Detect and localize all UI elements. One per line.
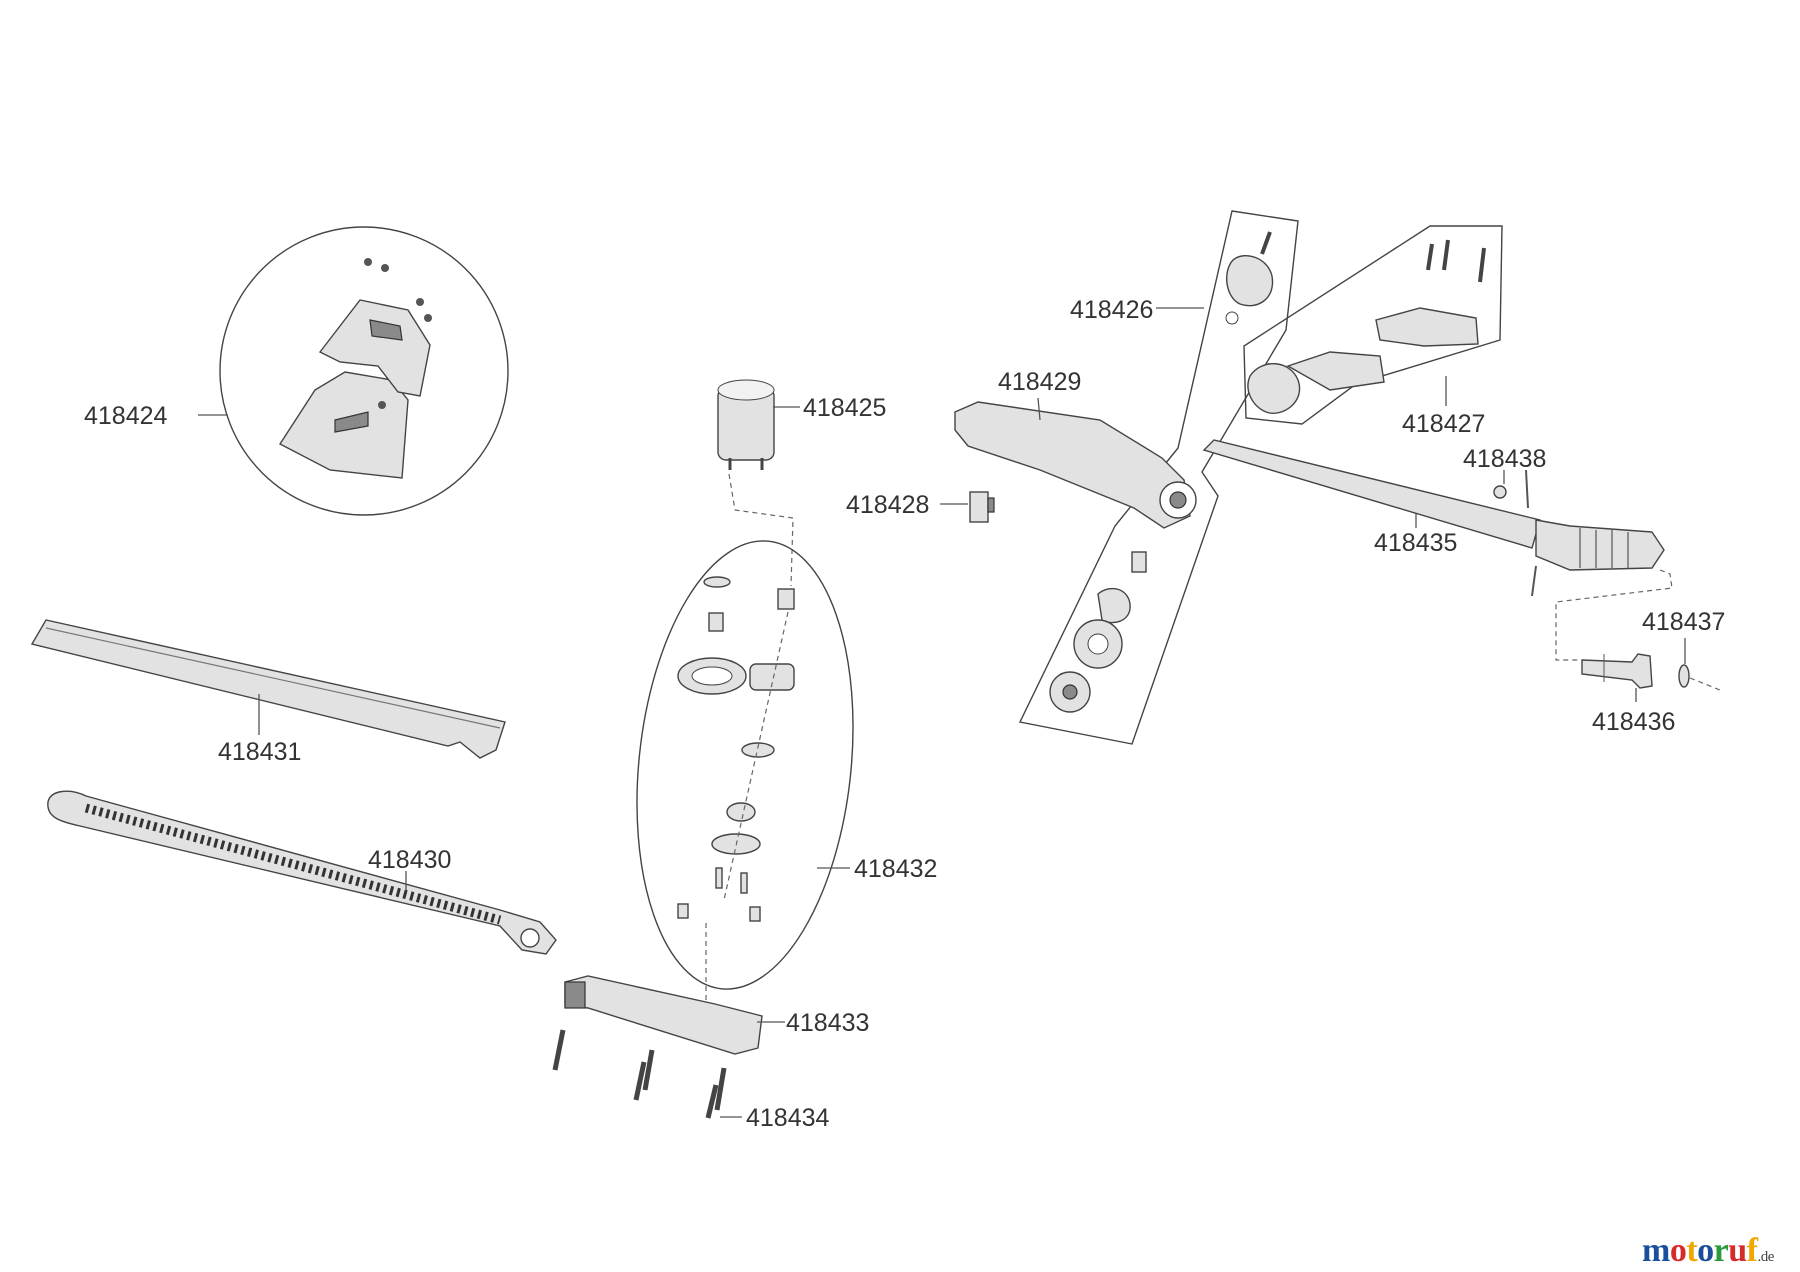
label-418426: 418426 <box>1070 296 1153 324</box>
label-418437: 418437 <box>1642 608 1725 636</box>
part-418430-blade <box>47 790 557 955</box>
part-418424-housing-cover <box>219 226 509 516</box>
motoruf-watermark-logo: motoruf.de <box>1642 1232 1774 1270</box>
label-418431: 418431 <box>218 738 301 766</box>
watermark-letter-o2: o <box>1697 1232 1714 1269</box>
label-418432: 418432 <box>854 855 937 883</box>
label-418428: 418428 <box>846 491 929 519</box>
part-418433-gear-carrier <box>564 920 763 1055</box>
label-418430: 418430 <box>368 846 451 874</box>
label-418424: 418424 <box>84 402 168 430</box>
watermark-letter-o: o <box>1669 1232 1687 1269</box>
label-418429: 418429 <box>998 368 1081 396</box>
label-418425: 418425 <box>803 394 886 422</box>
label-418434: 418434 <box>746 1104 830 1132</box>
label-418436: 418436 <box>1592 708 1675 736</box>
label-418435: 418435 <box>1374 529 1457 557</box>
part-418438-screw <box>1493 469 1537 597</box>
part-418426-418429-main-housing <box>954 210 1299 745</box>
label-418427: 418427 <box>1402 410 1485 438</box>
label-418438: 418438 <box>1463 445 1546 473</box>
watermark-letter-r: r <box>1713 1232 1729 1269</box>
part-418431-blade-guard <box>30 619 506 759</box>
part-418434-screws <box>552 1029 727 1119</box>
part-418432-gear-assembly <box>636 540 854 990</box>
watermark-letter-f: f <box>1746 1232 1758 1269</box>
watermark-tld: .de <box>1757 1249 1775 1265</box>
watermark-letter-t: t <box>1686 1232 1698 1269</box>
part-418437-washer <box>1678 664 1721 691</box>
label-418433: 418433 <box>786 1009 869 1037</box>
watermark-letter-m: m <box>1642 1232 1670 1269</box>
part-418425-motor <box>717 379 775 470</box>
part-418435-shaft-tube <box>1202 439 1665 571</box>
part-418436-connector <box>1581 653 1653 689</box>
watermark-letter-u: u <box>1728 1232 1747 1269</box>
part-418427-handle-bracket <box>1243 225 1503 425</box>
part-418428-switch <box>969 491 995 523</box>
